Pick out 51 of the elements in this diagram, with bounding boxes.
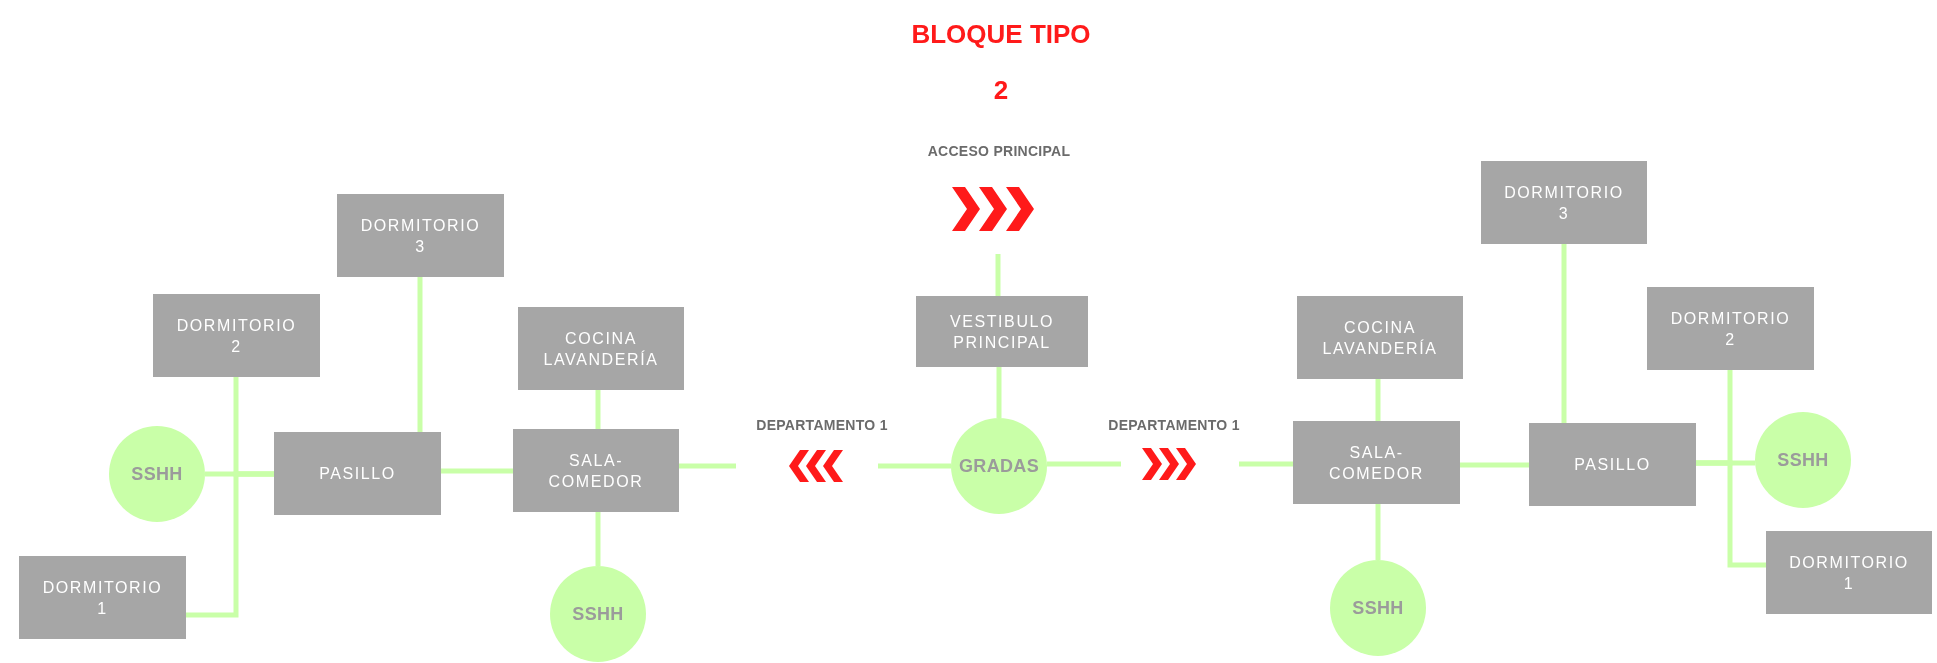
room-box [1766,531,1932,614]
room-label: DORMITORIO 2 [175,315,298,357]
circle-label: GRADAS [958,454,1040,478]
connector-line [1696,460,1766,568]
circle-label: SSHH [1777,448,1829,472]
connector-line [1239,461,1293,467]
room-label: DORMITORIO 1 [41,577,164,619]
connector-line [441,468,513,474]
room-label: SALA-COMEDOR [547,450,645,492]
room-box [1481,161,1647,244]
circle-label: SSHH [572,602,624,626]
room-box [916,296,1088,367]
connector-line [878,463,951,469]
circle-label: SSHH [131,462,183,486]
connector-line [595,512,601,566]
room-label: SALA-COMEDOR [1328,442,1425,484]
room-label: PASILLO [1574,455,1651,475]
room-box [513,429,679,512]
room-label: DORMITORIO 1 [1788,552,1910,594]
connector-line [1047,461,1121,467]
unit-label: DEPARTAMENTO 1 [1108,416,1240,435]
room-label: PASILLO [319,464,396,484]
connector-line [995,254,1001,296]
room-box [1647,287,1814,370]
connector-line [595,390,601,429]
room-box [518,307,684,390]
unit-label: DEPARTAMENTO 1 [756,416,888,435]
room-label: COCINA LAVANDERÍA [542,328,660,370]
room-box [1293,421,1460,504]
connector-line [1561,244,1567,423]
room-label: DORMITORIO 3 [1503,182,1625,224]
room-box [1529,423,1696,506]
circle-label: SSHH [1352,596,1404,620]
connector-line [679,463,736,469]
room-box [153,294,320,377]
room-box [19,556,186,639]
room-label: DORMITORIO 2 [1669,308,1792,350]
room-box [337,194,504,277]
room-box [274,432,441,515]
room-label: VESTIBULO PRINCIPAL [948,311,1056,353]
connector-line [1375,504,1381,560]
diagram-title: BLOQUE TIPO 2 [910,18,1092,107]
room-label: DORMITORIO 3 [359,215,482,257]
connector-line [186,471,274,618]
connector-line [996,367,1002,418]
connector-line [417,277,423,432]
room-label: COCINA LAVANDERÍA [1321,317,1439,359]
connector-line [1460,462,1529,468]
access-label: ACCESO PRINCIPAL [927,142,1071,161]
room-box [1297,296,1463,379]
connector-line [1375,379,1381,421]
